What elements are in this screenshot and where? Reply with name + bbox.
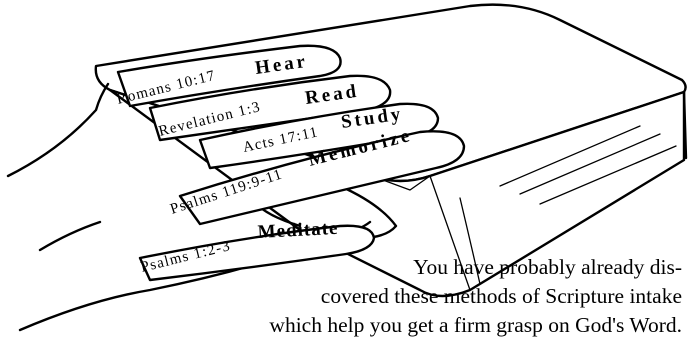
finger-5 bbox=[138, 224, 376, 282]
svg-text:Meditate: Meditate bbox=[257, 218, 339, 243]
finger-1 bbox=[116, 44, 342, 108]
step-5-method: Meditate bbox=[257, 218, 339, 243]
caption-paragraph: You have probably already dis- covered t… bbox=[122, 253, 682, 340]
caption-line-3: which help you get a firm grasp on God's… bbox=[269, 313, 682, 337]
finger-3 bbox=[198, 102, 440, 170]
finger-2 bbox=[148, 74, 392, 142]
caption-line-1: You have probably already dis- bbox=[413, 255, 682, 279]
caption-line-2: covered these methods of Scripture intak… bbox=[320, 284, 682, 308]
finger-4 bbox=[178, 130, 466, 226]
